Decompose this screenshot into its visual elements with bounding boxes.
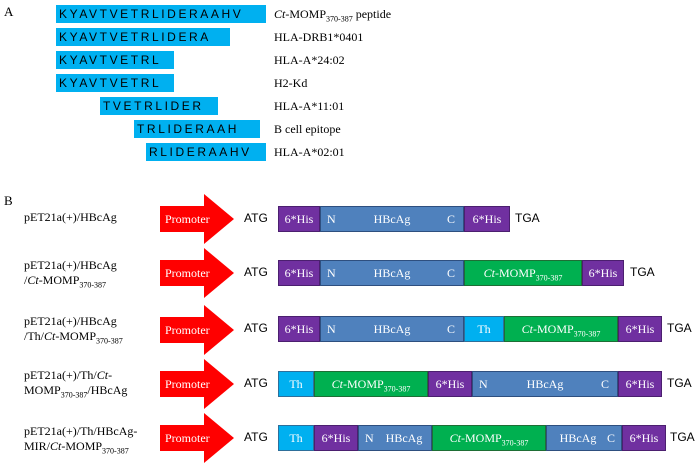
atg-3: ATG: [244, 321, 268, 335]
peptide-a0201: RLIDERAAHV: [146, 143, 266, 161]
ct-momp-3: Ct-MOMP370-387: [504, 316, 618, 342]
tga-5: TGA: [670, 430, 695, 444]
peptide-full: KYAVTVETRLIDERAAHV: [56, 5, 266, 23]
his-tag-2b: 6*His: [582, 260, 624, 286]
peptide-drb1: KYAVTVETRLIDERA: [56, 28, 230, 46]
th-4: Th: [278, 371, 314, 397]
peptide-a1101: TVETRLIDER: [100, 97, 218, 115]
construct-name-2-line1: pET21a(+)/HBcAg: [24, 258, 117, 272]
tga-4: TGA: [667, 376, 692, 390]
panel-b-letter: B: [4, 193, 13, 208]
ct-momp-2: Ct-MOMP370-387: [464, 260, 582, 286]
construct-name-3-line1: pET21a(+)/HBcAg: [24, 314, 117, 328]
his-tag-1a: 6*His: [278, 206, 320, 232]
th-5: Th: [278, 425, 314, 451]
construct-name-5-line1: pET21a(+)/Th/HBcAg-: [24, 424, 138, 438]
tga-1: TGA: [515, 211, 540, 225]
his-tag-4a: 6*His: [428, 371, 472, 397]
peptide-bcell: TRLIDERAAH: [134, 120, 260, 138]
his-tag-5a: 6*His: [314, 425, 358, 451]
construct-name-4-line1: pET21a(+)/Th/Ct-: [24, 368, 113, 382]
peptide-h2kd: KYAVTVETRL: [56, 74, 174, 92]
his-tag-4b: 6*His: [618, 371, 662, 397]
peptide-a2402-label: HLA-A*24:02: [274, 53, 345, 67]
peptide-drb1-label: HLA-DRB1*0401: [274, 30, 364, 44]
his-tag-3b: 6*His: [618, 316, 662, 342]
promoter-arrow-2: Promoter: [160, 248, 234, 298]
peptide-a1101-label: HLA-A*11:01: [274, 99, 345, 113]
atg-2: ATG: [244, 265, 268, 279]
construct-name-3-line2: /Th/Ct-MOMP370-387: [24, 329, 123, 346]
his-tag-1b: 6*His: [464, 206, 510, 232]
promoter-arrow-3: Promoter: [160, 305, 234, 355]
peptide-a0201-label: HLA-A*02:01: [274, 145, 345, 159]
peptide-a2402: KYAVTVETRL: [56, 51, 174, 69]
promoter-arrow-5: Promoter: [160, 413, 234, 463]
panel-a-letter: A: [4, 4, 14, 19]
his-tag-5b: 6*His: [622, 425, 666, 451]
his-tag-3a: 6*His: [278, 316, 320, 342]
tga-2: TGA: [630, 265, 655, 279]
peptide-full-label: Ct-MOMP370-387 peptide: [274, 7, 392, 24]
atg-5: ATG: [244, 430, 268, 444]
peptide-bcell-label: B cell epitope: [274, 122, 341, 136]
th-3: Th: [464, 316, 504, 342]
ct-momp-5: Ct-MOMP370-387: [432, 425, 546, 451]
atg-1: ATG: [244, 211, 268, 225]
peptide-h2kd-label: H2-Kd: [274, 76, 308, 90]
construct-name-1: pET21a(+)/HBcAg: [24, 210, 117, 224]
ct-momp-4: Ct-MOMP370-387: [314, 371, 428, 397]
construct-name-2-line2: /Ct-MOMP370-387: [24, 273, 107, 290]
construct-name-4-line2: MOMP370-387/HBcAg: [24, 383, 128, 400]
tga-3: TGA: [667, 321, 692, 335]
his-tag-2a: 6*His: [278, 260, 320, 286]
promoter-arrow-1: Promoter: [160, 194, 234, 244]
promoter-arrow-4: Promoter: [160, 359, 234, 409]
atg-4: ATG: [244, 376, 268, 390]
construct-name-5-line2: MIR/Ct-MOMP370-387: [24, 439, 129, 456]
